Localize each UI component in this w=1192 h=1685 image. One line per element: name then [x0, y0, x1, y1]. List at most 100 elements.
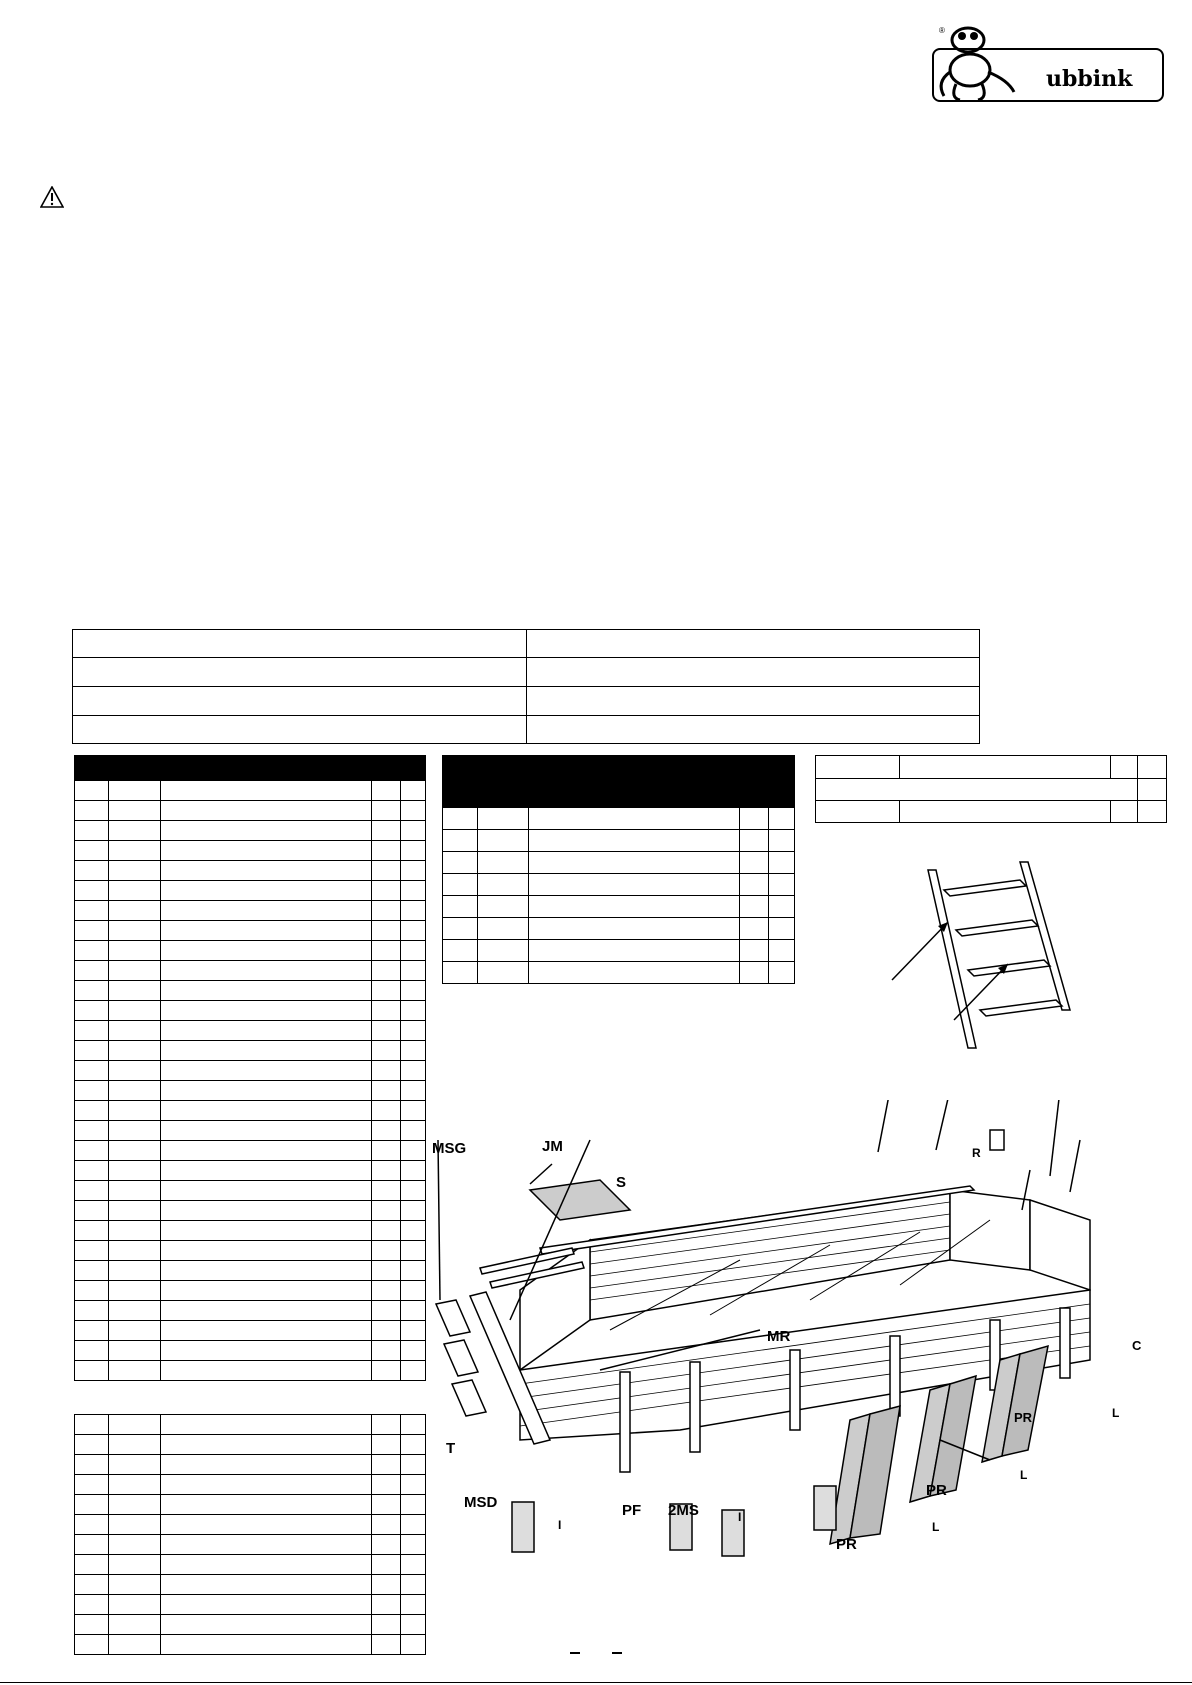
- table-cell: [768, 873, 795, 896]
- label-jm: JM: [542, 1138, 563, 1155]
- table-cell: [160, 1414, 372, 1435]
- label-pr-1: PR: [1014, 1410, 1033, 1425]
- table-cell: [108, 1060, 161, 1081]
- table-cell: [74, 780, 109, 801]
- registered-mark: ®: [939, 26, 945, 35]
- table-cell: [108, 1514, 161, 1535]
- table-cell: [768, 939, 795, 962]
- table-cell: [160, 1000, 372, 1021]
- table-cell: [371, 960, 401, 981]
- table-cell: [528, 807, 740, 830]
- table-cell: [400, 1220, 426, 1241]
- table-cell: [160, 1574, 372, 1595]
- table-cell: [400, 1494, 426, 1515]
- parts-table-middle: [442, 755, 795, 984]
- table-cell: [160, 755, 372, 781]
- table-cell: [108, 1240, 161, 1261]
- table-cell: [72, 657, 527, 687]
- table-cell: [400, 1160, 426, 1181]
- table-cell: [526, 629, 980, 658]
- table-cell: [739, 939, 769, 962]
- table-cell: [768, 851, 795, 874]
- table-cell: [74, 960, 109, 981]
- table-cell: [477, 851, 529, 874]
- table-cell: [160, 1434, 372, 1455]
- table-cell: [160, 940, 372, 961]
- table-cell: [74, 1000, 109, 1021]
- table-cell: [442, 851, 478, 874]
- table-cell: [528, 895, 740, 918]
- table-cell: [371, 1120, 401, 1141]
- table-cell: [739, 755, 769, 782]
- table-cell: [371, 1260, 401, 1281]
- table-cell: [371, 1060, 401, 1081]
- table-cell: [108, 840, 161, 861]
- table-cell: [371, 780, 401, 801]
- table-cell: [768, 917, 795, 940]
- table-cell: [371, 1614, 401, 1635]
- table-cell: [400, 1040, 426, 1061]
- table-cell: [160, 1160, 372, 1181]
- table-cell: [160, 1220, 372, 1241]
- table-cell: [1137, 800, 1167, 823]
- label-s: S: [616, 1174, 627, 1191]
- table-cell: [160, 920, 372, 941]
- table-cell: [160, 1240, 372, 1261]
- table-cell: [400, 900, 426, 921]
- table-cell: [400, 1434, 426, 1455]
- table-cell: [160, 1514, 372, 1535]
- table-cell: [442, 781, 478, 808]
- table-cell: [528, 829, 740, 852]
- table-cell: [442, 755, 478, 782]
- table-cell: [74, 1180, 109, 1201]
- table-cell: [108, 1594, 161, 1615]
- table-cell: [371, 1160, 401, 1181]
- table-cell: [74, 1594, 109, 1615]
- table-cell: [160, 1140, 372, 1161]
- table-cell: [815, 755, 900, 779]
- table-cell: [108, 800, 161, 821]
- table-cell: [74, 1534, 109, 1555]
- table-cell: [400, 1260, 426, 1281]
- table-cell: [108, 1474, 161, 1495]
- table-cell: [371, 1574, 401, 1595]
- table-cell: [400, 860, 426, 881]
- table-cell: [108, 1180, 161, 1201]
- table-cell: [74, 1574, 109, 1595]
- table-cell: [477, 895, 529, 918]
- table-cell: [108, 1080, 161, 1101]
- table-cell: [74, 1040, 109, 1061]
- table-cell: [371, 980, 401, 1001]
- table-cell: [477, 781, 529, 808]
- logo-text: ubbink: [1046, 66, 1133, 92]
- table-cell: [160, 1534, 372, 1555]
- table-cell: [442, 895, 478, 918]
- table-cell: [72, 686, 527, 716]
- info-table: [72, 629, 980, 744]
- table-cell: [371, 1280, 401, 1301]
- table-cell: [899, 800, 1111, 823]
- parts-table-lower: [74, 1414, 426, 1655]
- table-cell: [371, 860, 401, 881]
- table-cell: [371, 1140, 401, 1161]
- table-cell: [739, 873, 769, 896]
- table-cell: [526, 686, 980, 716]
- parts-table-main: [74, 755, 426, 1381]
- table-cell: [160, 1100, 372, 1121]
- label-c: C: [1132, 1338, 1142, 1353]
- table-cell: [371, 820, 401, 841]
- table-cell: [371, 1240, 401, 1261]
- table-cell: [528, 755, 740, 782]
- table-cell: [371, 1040, 401, 1061]
- table-cell: [108, 780, 161, 801]
- table-cell: [371, 1554, 401, 1575]
- table-cell: [815, 778, 1138, 801]
- table-cell: [371, 1020, 401, 1041]
- table-cell: [108, 900, 161, 921]
- table-cell: [528, 781, 740, 808]
- table-cell: [442, 807, 478, 830]
- table-cell: [74, 1514, 109, 1535]
- table-cell: [74, 880, 109, 901]
- table-cell: [160, 1614, 372, 1635]
- table-cell: [108, 1200, 161, 1221]
